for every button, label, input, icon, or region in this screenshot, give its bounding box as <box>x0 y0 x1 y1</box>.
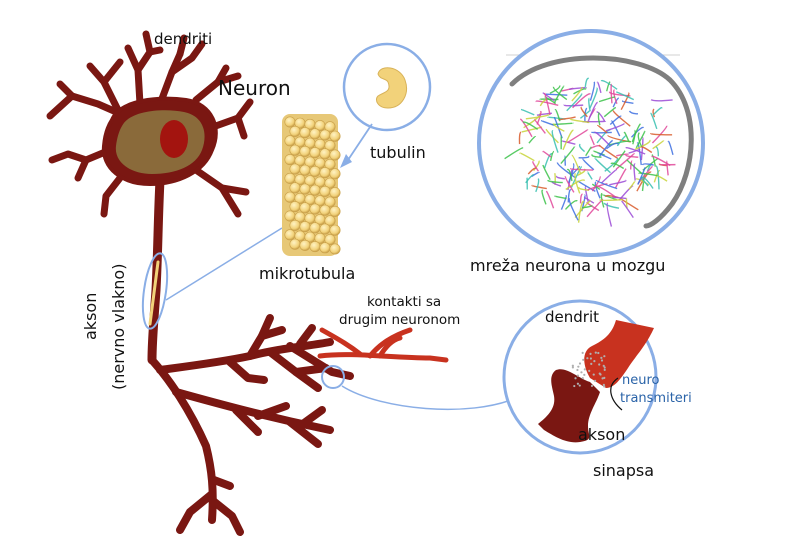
synapse-dendrite-shape <box>584 320 654 388</box>
tubulin-arrow-line <box>347 123 373 161</box>
brain-network <box>477 29 705 257</box>
neuron-cell <box>46 30 354 536</box>
brain-circle <box>477 29 705 257</box>
contact-dendrites <box>317 327 449 363</box>
transmitter-pointer <box>610 377 623 411</box>
neurotransmitter-dots <box>571 351 606 388</box>
tubulin-arrowhead <box>340 154 352 168</box>
axon-highlight-circle <box>141 252 169 330</box>
label-axon: akson <box>81 293 100 340</box>
label-axon-sub: (nervno vlakno) <box>109 264 128 390</box>
label-dendrite: dendrit <box>545 308 599 326</box>
microtubule <box>282 114 341 256</box>
axon-terminals <box>148 314 354 536</box>
label-transmitters: transmiteri <box>620 391 692 406</box>
label-neuro: neuro <box>622 373 660 388</box>
axon-trunk <box>147 175 165 365</box>
label-contacts-line1: kontakti sa <box>367 294 441 310</box>
label-brain-network: mreža neurona u mozgu <box>470 256 665 275</box>
axon-core-highlight <box>148 260 160 326</box>
contact-circle <box>321 365 345 389</box>
label-neuron: Neuron <box>218 76 291 100</box>
synapse-detail <box>502 299 658 455</box>
label-microtubule: mikrotubula <box>259 264 355 283</box>
tubulin-dimer <box>375 67 407 109</box>
contact-to-synapse-line <box>341 385 517 411</box>
label-synapse-axon: akson <box>578 425 625 444</box>
axon-to-microtubule-line <box>165 227 283 301</box>
label-tubulin: tubulin <box>370 143 426 162</box>
tubulin-zoom-circle <box>342 42 432 132</box>
synapse-axon-shape <box>538 369 600 443</box>
skull-outline <box>509 55 694 229</box>
dendrite-branches <box>46 30 254 218</box>
nucleus <box>160 120 188 158</box>
label-dendrites: dendriti <box>154 30 212 48</box>
label-synapse: sinapsa <box>593 461 654 480</box>
label-contacts-line2: drugim neuronom <box>339 312 460 328</box>
